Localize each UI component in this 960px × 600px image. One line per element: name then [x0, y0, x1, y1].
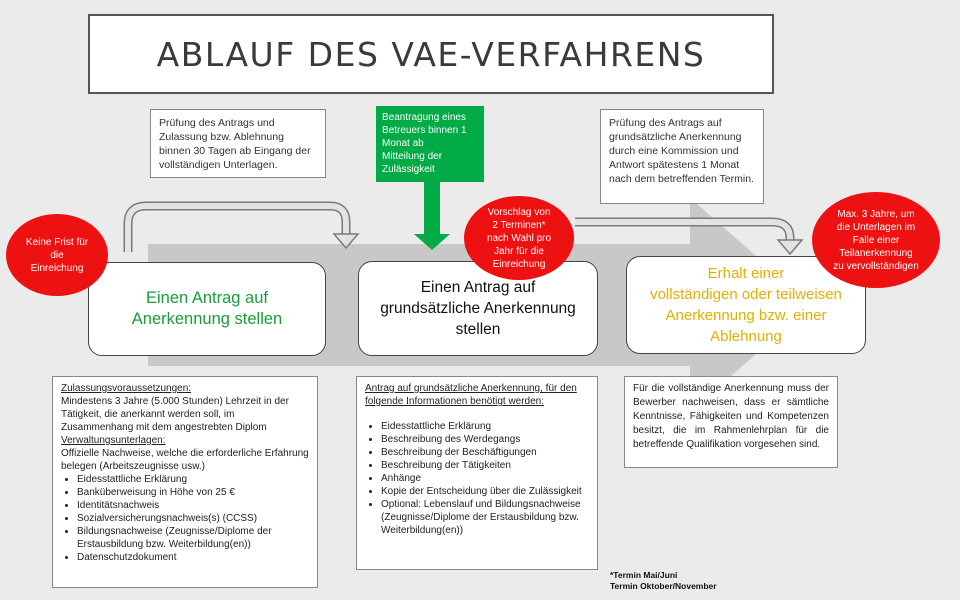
- detail-heading-requirements: Zulassungsvoraussetzungen:: [61, 383, 192, 394]
- detail-full-recognition: Für die vollständige Anerkennung muss de…: [624, 376, 838, 468]
- detail-heading-principle: Antrag auf grundsätzliche Anerkennung, f…: [365, 383, 577, 407]
- footer-line-1: *Termin Mai/Juni: [610, 570, 678, 580]
- badge-three-years: Max. 3 Jahre, um die Unterlagen im Falle…: [812, 192, 940, 288]
- page-title: ABLAUF DES VAE-VERFAHRENS: [156, 34, 706, 74]
- step-receive-decision-label: Erhalt einer vollständigen oder teilweis…: [650, 265, 842, 345]
- detail-list-documents: Eidesstattliche Erklärung Banküberweisun…: [61, 473, 309, 564]
- step-submit-application-label: Einen Antrag auf Anerkennung stellen: [131, 289, 283, 328]
- badge-no-deadline: Keine Frist für die Einreichung: [6, 214, 108, 296]
- detail-admission-requirements: Zulassungsvoraussetzungen: Mindestens 3 …: [52, 376, 318, 588]
- detail-heading-documents: Verwaltungsunterlagen:: [61, 435, 166, 446]
- list-item: Anhänge: [381, 472, 589, 485]
- list-item: Optional: Lebenslauf und Bildungsnachwei…: [381, 498, 589, 537]
- badge-no-deadline-text: Keine Frist für die Einreichung: [25, 236, 89, 274]
- list-item: Identitätsnachweis: [77, 499, 309, 512]
- detail-list-principle: Eidesstattliche Erklärung Beschreibung d…: [365, 420, 589, 537]
- list-item: Datenschutzdokument: [77, 551, 309, 564]
- list-item: Beschreibung der Beschäftigungen: [381, 446, 589, 459]
- note-commission-review: Prüfung des Antrags auf grundsätzliche A…: [600, 109, 764, 204]
- list-item: Beschreibung des Werdegangs: [381, 433, 589, 446]
- note-admission-review-text: Prüfung des Antrags und Zulassung bzw. A…: [159, 117, 311, 171]
- badge-two-dates-text: Vorschlag von 2 Terminen* nach Wahl pro …: [486, 206, 552, 270]
- list-item: Beschreibung der Tätigkeiten: [381, 459, 589, 472]
- step-submit-application: Einen Antrag auf Anerkennung stellen: [88, 262, 326, 356]
- list-item: Kopie der Entscheidung über die Zulässig…: [381, 485, 589, 498]
- green-arrow-stem: [424, 180, 440, 234]
- note-supervisor-request: Beantragung eines Betreuers binnen 1 Mon…: [376, 106, 484, 182]
- list-item: Eidesstattliche Erklärung: [381, 420, 589, 433]
- footer-dates-note: *Termin Mai/Juni Termin Oktober/November: [610, 570, 790, 592]
- note-commission-review-text: Prüfung des Antrags auf grundsätzliche A…: [609, 117, 754, 185]
- connector-arrow-2: [575, 219, 793, 242]
- connector-arrowhead-2: [776, 239, 804, 256]
- detail-principle-application: Antrag auf grundsätzliche Anerkennung, f…: [356, 376, 598, 570]
- footer-line-2: Termin Oktober/November: [610, 581, 717, 591]
- title-box: ABLAUF DES VAE-VERFAHRENS: [88, 14, 774, 94]
- list-item: Sozialversicherungsnachweis(s) (CCSS): [77, 512, 309, 525]
- note-supervisor-request-text: Beantragung eines Betreuers binnen 1 Mon…: [382, 112, 467, 175]
- badge-three-years-text: Max. 3 Jahre, um die Unterlagen im Falle…: [833, 208, 919, 272]
- step-principle-recognition-label: Einen Antrag auf grundsätzliche Anerkenn…: [380, 279, 576, 338]
- detail-text-requirements: Mindestens 3 Jahre (5.000 Stunden) Lehrz…: [61, 396, 289, 433]
- green-arrowhead: [414, 234, 450, 250]
- list-item: Bildungsnachweise (Zeugnisse/Diplome der…: [77, 525, 309, 551]
- connector-arrowhead-1: [332, 233, 360, 250]
- step-receive-decision: Erhalt einer vollständigen oder teilweis…: [626, 256, 866, 354]
- list-item: Eidesstattliche Erklärung: [77, 473, 309, 486]
- badge-two-dates: Vorschlag von 2 Terminen* nach Wahl pro …: [464, 196, 574, 280]
- list-item: Banküberweisung in Höhe von 25 €: [77, 486, 309, 499]
- note-admission-review: Prüfung des Antrags und Zulassung bzw. A…: [150, 109, 326, 178]
- detail-full-recognition-text: Für die vollständige Anerkennung muss de…: [633, 383, 829, 450]
- detail-text-documents: Offizielle Nachweise, welche die erforde…: [61, 448, 309, 472]
- step-principle-recognition: Einen Antrag auf grundsätzliche Anerkenn…: [358, 261, 598, 356]
